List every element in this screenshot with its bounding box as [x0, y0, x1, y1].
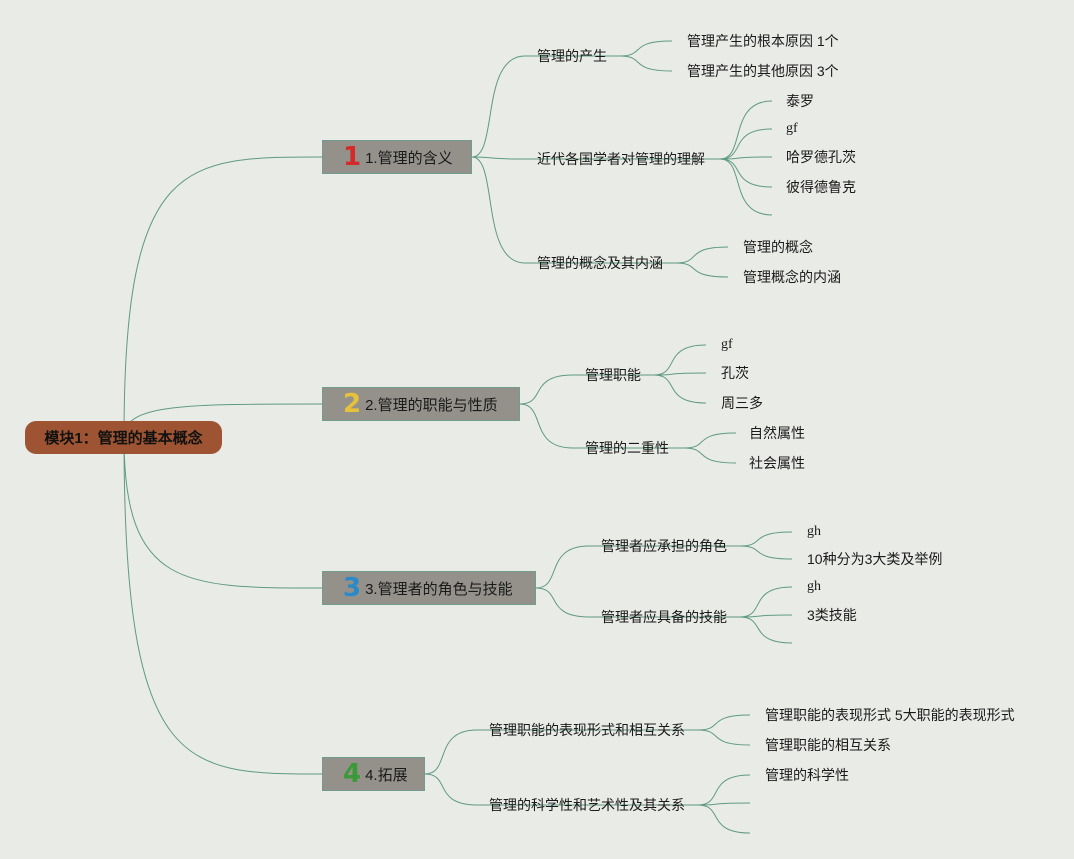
- connector-root-topic-1: [123, 156, 323, 438]
- connector-l3-2-1: [739, 586, 793, 618]
- topic-4-node[interactable]: 4 4.拓展: [322, 757, 425, 791]
- leaf-2-1-1[interactable]: gf: [721, 337, 733, 352]
- connector-t1-s2: [471, 156, 526, 160]
- connector-t4-s1: [424, 729, 478, 775]
- connector-l1-2-4: [719, 158, 773, 188]
- leaf-1-2-3[interactable]: 哈罗德孔茨: [786, 149, 856, 165]
- subtopic-2-2[interactable]: 管理的二重性: [585, 440, 669, 456]
- leaf-4-1-2[interactable]: 管理职能的相互关系: [765, 737, 891, 753]
- leaf-1-1-1[interactable]: 管理产生的根本原因 1个: [687, 33, 839, 49]
- connector-l1-1-2: [619, 55, 673, 72]
- subtopic-1-1[interactable]: 管理的产生: [537, 48, 607, 64]
- subtopic-4-2[interactable]: 管理的科学性和艺术性及其关系: [489, 797, 685, 813]
- subtopic-3-2[interactable]: 管理者应具备的技能: [601, 609, 727, 625]
- connector-t4-s2: [424, 773, 478, 806]
- leaf-3-1-2[interactable]: 10种分为3大类及举例: [807, 551, 943, 567]
- leaf-1-2-2[interactable]: gf: [786, 121, 798, 136]
- connector-l1-2-1: [719, 100, 773, 160]
- leaf-1-2-1[interactable]: 泰罗: [786, 93, 814, 109]
- connector-l1-2-2: [719, 128, 773, 160]
- leaf-3-2-2[interactable]: 3类技能: [807, 607, 857, 623]
- number-3-icon: 3: [343, 573, 362, 603]
- connector-l1-3-1: [675, 246, 729, 264]
- leaf-2-2-2[interactable]: 社会属性: [749, 455, 805, 471]
- connector-l2-2-2: [683, 447, 737, 464]
- connector-l4-1-1: [697, 714, 751, 731]
- leaf-2-2-1[interactable]: 自然属性: [749, 425, 805, 441]
- topic-3-label: 3.管理者的角色与技能: [365, 580, 513, 598]
- topic-2-label: 2.管理的职能与性质: [365, 396, 498, 414]
- number-4-icon: 4: [343, 759, 362, 789]
- topic-1-label: 1.管理的含义: [365, 149, 453, 167]
- leaf-2-1-3[interactable]: 周三多: [721, 395, 763, 411]
- leaf-4-1-1[interactable]: 管理职能的表现形式 5大职能的表现形式: [765, 707, 1015, 723]
- connector-l3-1-1: [739, 531, 793, 547]
- root-label: 模块1：管理的基本概念: [44, 430, 203, 447]
- topic-2-node[interactable]: 2 2.管理的职能与性质: [322, 387, 520, 421]
- connector-root-topic-3: [123, 436, 323, 589]
- topic-1-node[interactable]: 1 1.管理的含义: [322, 140, 472, 174]
- connector-l3-1-2: [739, 545, 793, 560]
- connector-l1-3-2: [675, 262, 729, 278]
- connector-root-topic-4: [123, 436, 323, 775]
- connector-t3-s1: [535, 545, 590, 589]
- subtopic-2-1[interactable]: 管理职能: [585, 367, 641, 383]
- connector-l1-1-1: [619, 40, 673, 57]
- connector-l3-2-2: [739, 614, 793, 618]
- root-node[interactable]: 模块1：管理的基本概念: [25, 421, 222, 454]
- subtopic-1-3[interactable]: 管理的概念及其内涵: [537, 255, 663, 271]
- leaf-3-2-1[interactable]: gh: [807, 579, 821, 594]
- connector-l4-1-2: [697, 729, 751, 746]
- connector-l3-2-3: [739, 616, 793, 644]
- connector-l1-2-5: [719, 158, 773, 216]
- number-1-icon: 1: [343, 142, 362, 172]
- connector-l4-2-1: [697, 774, 751, 806]
- connector-t2-s1: [519, 374, 574, 405]
- connector-t1-s1: [471, 55, 526, 158]
- leaf-1-3-2[interactable]: 管理概念的内涵: [743, 269, 841, 285]
- number-2-icon: 2: [343, 389, 362, 419]
- subtopic-3-1[interactable]: 管理者应承担的角色: [601, 538, 727, 554]
- leaf-2-1-2[interactable]: 孔茨: [721, 365, 749, 381]
- connector-l2-1-2: [653, 372, 707, 376]
- subtopic-1-2[interactable]: 近代各国学者对管理的理解: [537, 151, 705, 167]
- connector-l2-2-1: [683, 432, 737, 449]
- subtopic-4-1[interactable]: 管理职能的表现形式和相互关系: [489, 722, 685, 738]
- connector-l4-2-2: [697, 802, 751, 806]
- leaf-4-2-1[interactable]: 管理的科学性: [765, 767, 849, 783]
- connector-l4-2-3: [697, 804, 751, 834]
- leaf-1-2-4[interactable]: 彼得德鲁克: [786, 179, 856, 195]
- connector-t3-s2: [535, 587, 590, 618]
- topic-3-node[interactable]: 3 3.管理者的角色与技能: [322, 571, 536, 605]
- connector-t1-s3: [471, 156, 526, 264]
- leaf-1-1-2[interactable]: 管理产生的其他原因 3个: [687, 63, 839, 79]
- connector-t2-s2: [519, 403, 574, 449]
- leaf-3-1-1[interactable]: gh: [807, 524, 821, 539]
- connector-l1-2-3: [719, 156, 773, 160]
- connector-l2-1-1: [653, 344, 707, 376]
- topic-4-label: 4.拓展: [365, 766, 408, 784]
- leaf-1-3-1[interactable]: 管理的概念: [743, 239, 813, 255]
- connector-l2-1-3: [653, 374, 707, 404]
